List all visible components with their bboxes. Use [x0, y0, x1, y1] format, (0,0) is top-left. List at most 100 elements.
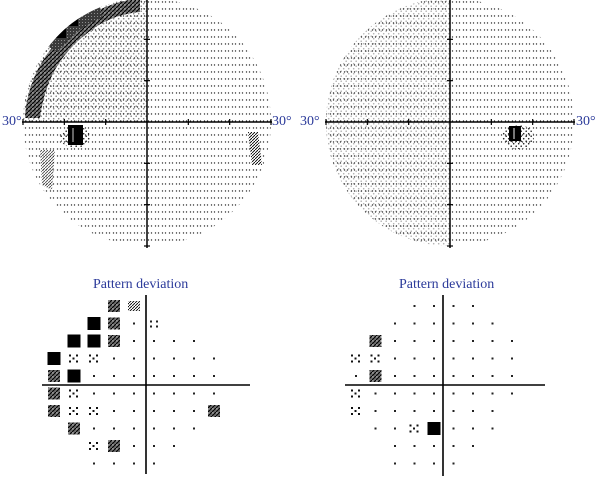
pd-point-p2 — [96, 354, 98, 357]
pd-point-normal — [472, 445, 474, 447]
pd-point-p2 — [370, 360, 373, 363]
pd-point-normal — [491, 357, 494, 360]
pd-point-normal — [133, 445, 135, 447]
pd-point-normal — [173, 427, 175, 430]
pd-point-normal — [113, 462, 115, 465]
pd-point-normal — [472, 322, 474, 325]
pd-point-normal — [394, 445, 396, 447]
pd-point-p5 — [150, 325, 152, 328]
pd-point-p2 — [377, 354, 380, 357]
pd-point-p05 — [67, 334, 81, 348]
pd-point-normal — [452, 357, 455, 360]
pd-point-p2 — [89, 413, 91, 415]
pd-point-p05-hatched — [108, 317, 120, 330]
pd-point-normal — [394, 392, 396, 395]
pd-point-p2 — [69, 360, 71, 363]
pd-point-p05-hatched — [108, 300, 120, 312]
pd-point-normal — [394, 410, 396, 412]
pd-point-p5 — [156, 320, 158, 323]
pd-point-normal — [153, 357, 155, 360]
pd-point-p2 — [92, 357, 95, 360]
pd-point-p2 — [416, 424, 419, 427]
pd-point-normal — [113, 375, 115, 377]
pd-point-normal — [153, 392, 155, 395]
pd-point-normal — [413, 305, 416, 307]
pd-point-normal — [213, 392, 215, 395]
left-pattern-deviation-plot — [42, 295, 250, 474]
pd-point-normal — [491, 427, 494, 430]
pd-point-normal — [452, 445, 455, 447]
pd-point-p2 — [96, 413, 98, 415]
pd-point-normal — [133, 357, 135, 360]
pd-point-normal — [355, 375, 357, 377]
pd-point-p2 — [358, 389, 360, 392]
right-blind-spot-defect — [502, 125, 534, 149]
pd-point-normal — [133, 340, 135, 342]
left-arcuate-black-block — [52, 22, 66, 38]
pd-point-p2 — [358, 413, 360, 415]
pd-point-p5 — [156, 325, 158, 328]
pd-point-normal — [93, 375, 95, 377]
left-grayscale-field — [22, 0, 272, 248]
pd-point-p2 — [358, 354, 360, 357]
pd-point-normal — [511, 392, 513, 395]
left-inferior-edge-shading — [40, 150, 55, 190]
left-arcuate-core — [45, 6, 102, 52]
right-field-left-degree-label: 30° — [300, 114, 320, 129]
pd-point-p2 — [89, 360, 91, 363]
pd-point-normal — [133, 322, 135, 325]
pd-point-normal — [374, 410, 377, 412]
pd-point-normal — [413, 392, 416, 395]
pd-point-p2 — [351, 407, 353, 409]
pd-point-p2 — [370, 354, 373, 357]
pd-point-p2 — [351, 360, 353, 363]
pd-point-normal — [511, 340, 513, 342]
pd-point-normal — [193, 410, 195, 412]
pd-point-p2 — [351, 395, 353, 398]
pd-point-normal — [93, 427, 95, 430]
pd-point-p05-hatched — [48, 405, 60, 417]
pd-point-normal — [113, 392, 115, 395]
pd-point-p05-hatched — [369, 335, 382, 347]
pd-point-normal — [173, 410, 175, 412]
pd-point-p05-hatched — [68, 422, 80, 435]
pd-point-normal — [394, 322, 396, 325]
pd-point-p2 — [354, 392, 357, 395]
pd-point-normal — [433, 410, 435, 412]
pd-point-normal — [433, 392, 435, 395]
pd-point-normal — [472, 305, 474, 307]
pd-point-normal — [193, 340, 195, 342]
pd-point-p2 — [76, 407, 78, 409]
right-pattern-deviation-plot — [345, 295, 545, 476]
pd-point-p2 — [377, 360, 380, 363]
pd-point-normal — [433, 322, 435, 325]
pd-point-normal — [413, 462, 416, 465]
pd-point-p2 — [89, 354, 91, 357]
pd-point-p05 — [87, 317, 101, 330]
pd-point-p2 — [413, 427, 415, 430]
left-pd-cells — [47, 300, 220, 465]
pd-point-normal — [472, 392, 474, 395]
pd-point-p2 — [358, 395, 360, 398]
pd-point-normal — [452, 322, 455, 325]
pd-point-normal — [133, 392, 135, 395]
pd-point-p2 — [409, 424, 412, 427]
pd-point-normal — [173, 375, 175, 377]
pd-point-p2 — [76, 354, 78, 357]
pd-point-normal — [413, 357, 416, 360]
pd-point-p05 — [47, 352, 61, 365]
pd-point-normal — [153, 410, 155, 412]
pd-point-normal — [153, 340, 155, 342]
pd-point-p2 — [76, 389, 78, 392]
pd-point-normal — [93, 392, 95, 395]
pd-point-normal — [173, 445, 175, 447]
pd-point-normal — [452, 340, 455, 342]
pd-point-normal — [113, 357, 115, 360]
pd-point-p2 — [72, 392, 75, 395]
pd-point-p2 — [96, 448, 98, 450]
pd-point-p2 — [351, 354, 353, 357]
pd-point-normal — [511, 357, 513, 360]
pd-point-p2 — [69, 389, 71, 392]
pd-point-normal — [374, 392, 377, 395]
